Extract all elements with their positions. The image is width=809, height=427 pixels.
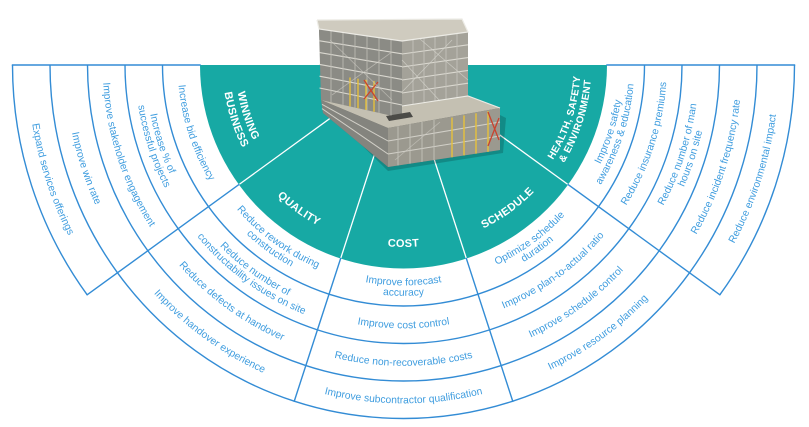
sector-wall-line — [567, 183, 721, 296]
ring-arc — [489, 228, 630, 331]
roof-railing — [316, 18, 469, 42]
ring-item-text: Improve subcontractor qualification — [324, 386, 484, 406]
floor-slab-line — [321, 103, 389, 142]
ring-item-text-path: Improve handover experience — [152, 288, 268, 376]
core-layer — [200, 65, 607, 269]
ring-arc — [500, 250, 660, 367]
ring-cell: Improve cost control — [357, 316, 450, 331]
core-semicircle — [200, 65, 607, 269]
floor-slab-line — [387, 135, 501, 155]
ring-arc — [147, 250, 307, 367]
ring-lines-layer — [11, 64, 796, 420]
floor-slab-line — [321, 108, 389, 155]
ring-arc — [512, 272, 691, 402]
cross-bracing — [401, 39, 453, 93]
ring-item-text: accuracy — [383, 287, 426, 299]
ring-item-text: Reduce non-recoverable costs — [333, 350, 473, 369]
podium-top — [321, 96, 500, 128]
building-illustration — [316, 18, 506, 171]
red-brace — [363, 81, 379, 100]
ring-item-text-path: Reduce incident frequency rate — [689, 99, 743, 237]
ring-item-text-path: accuracy — [383, 287, 426, 299]
ring-cell: Improve handover experience — [152, 288, 268, 376]
ring-arc — [658, 64, 721, 252]
ring-arc — [628, 64, 683, 230]
ring-item-text: Improve cost control — [357, 316, 450, 331]
floor-slab-line — [319, 75, 403, 93]
ring-arc — [207, 206, 330, 295]
ring-arc — [328, 293, 479, 307]
ring-item-text: Reduce incident frequency rate — [689, 99, 743, 237]
cross-bracing — [394, 121, 441, 161]
ring-arc — [11, 64, 88, 296]
ring-item-text: Improve handover experience — [152, 288, 268, 376]
cross-bracing — [329, 39, 393, 101]
ring-arc — [49, 64, 119, 274]
ring-arc — [477, 206, 600, 295]
sector-wall-line — [293, 257, 342, 403]
ring-cell: Reduce non-recoverable costs — [333, 350, 473, 369]
ring-arc — [688, 64, 758, 274]
podium-left-face — [321, 100, 388, 167]
ring-arc — [177, 228, 318, 331]
sector-label-path: COST — [387, 237, 419, 250]
podium-front-face — [388, 108, 500, 167]
podium-railing — [401, 95, 501, 109]
ring-cell: Improve subcontractor qualification — [324, 386, 484, 406]
red-brace — [487, 117, 500, 147]
floor-slab-line — [319, 63, 403, 80]
building-roof — [317, 19, 468, 41]
ring-arc — [86, 64, 149, 252]
ring-arc — [305, 364, 502, 382]
ring-item-text-path: Improve cost control — [357, 316, 450, 331]
ring-arc — [161, 64, 210, 208]
cross-bracing — [419, 38, 469, 81]
cross-bracing — [331, 51, 393, 96]
ring-arc — [294, 400, 513, 420]
ring-item-text: Improve forecast — [365, 274, 443, 288]
floor-slab-line — [319, 52, 403, 68]
ring-item-text-path: Improve subcontractor qualification — [324, 386, 484, 406]
ring-arc — [719, 64, 796, 296]
cross-bracing — [401, 59, 441, 102]
ring-arc — [317, 329, 490, 345]
ring-arc — [124, 64, 179, 230]
ring-arc — [597, 64, 646, 208]
podium-opening — [386, 112, 413, 121]
ring-item-text-path: Reduce non-recoverable costs — [333, 350, 473, 369]
building-layer — [316, 18, 506, 171]
red-brace — [487, 111, 500, 141]
sector-wall-line — [465, 257, 514, 403]
ring-arc — [116, 272, 295, 402]
ring-item-text-path: Improve forecast — [365, 274, 443, 288]
sector-label: COST — [387, 237, 419, 250]
ring-cell: Reduce incident frequency rate — [689, 99, 743, 237]
floor-slab-line — [387, 121, 501, 142]
sector-wall-line — [86, 183, 240, 296]
tower-left-face — [319, 29, 402, 118]
floor-slab-line — [319, 87, 403, 106]
